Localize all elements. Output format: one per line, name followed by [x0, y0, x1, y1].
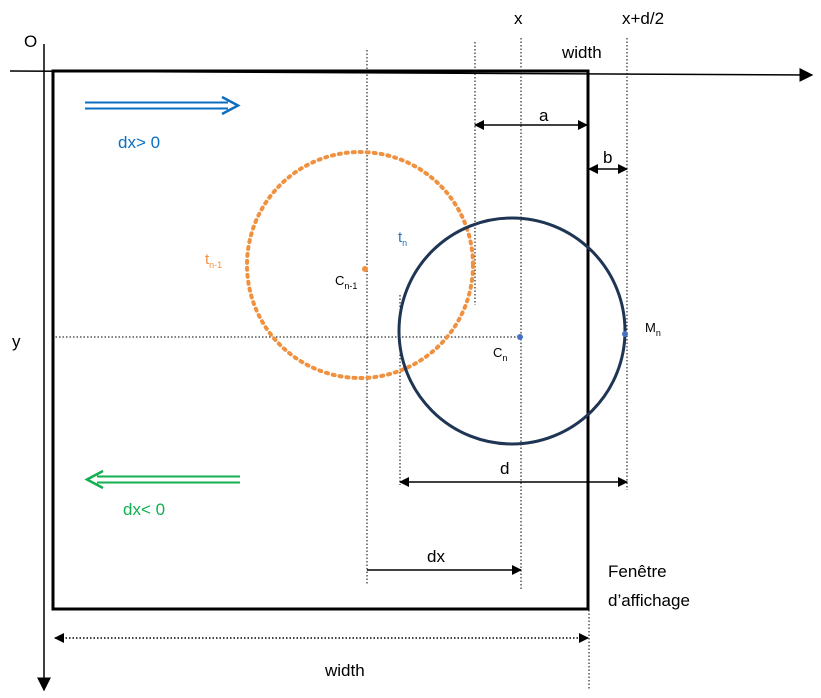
edge-point	[622, 331, 628, 337]
y-label: y	[12, 332, 21, 351]
current-center-label: Cn	[493, 345, 507, 363]
window-label-line2: d’affichage	[608, 591, 690, 610]
x-plus-half-d-label: x+d/2	[622, 9, 664, 28]
previous-circle-label: tn-1	[205, 251, 222, 270]
x-axis	[9, 67, 814, 82]
current-circle	[397, 216, 627, 446]
previous-center-point	[362, 266, 368, 272]
b-label: b	[603, 148, 612, 167]
previous-circle	[245, 150, 475, 380]
arrow-positive-icon	[85, 95, 241, 116]
a-label: a	[539, 106, 549, 125]
origin-label: O	[24, 32, 37, 51]
guide-lines	[52, 38, 628, 690]
d-label: d	[500, 459, 509, 478]
window-label-line1: Fenêtre	[608, 562, 667, 581]
dx-positive-label: dx> 0	[118, 133, 160, 152]
current-center-point	[517, 334, 523, 340]
dx-negative-label: dx< 0	[123, 500, 165, 519]
current-circle-label: tn	[398, 229, 407, 248]
x-label: x	[514, 9, 523, 28]
previous-center-label: Cn-1	[335, 273, 357, 291]
width-top-label: width	[561, 43, 602, 62]
display-window	[51, 69, 590, 611]
width-bottom-label: width	[324, 661, 365, 680]
edge-point-label: Mn	[645, 320, 661, 338]
arrow-negative-icon	[84, 469, 240, 490]
dx-label: dx	[427, 547, 445, 566]
